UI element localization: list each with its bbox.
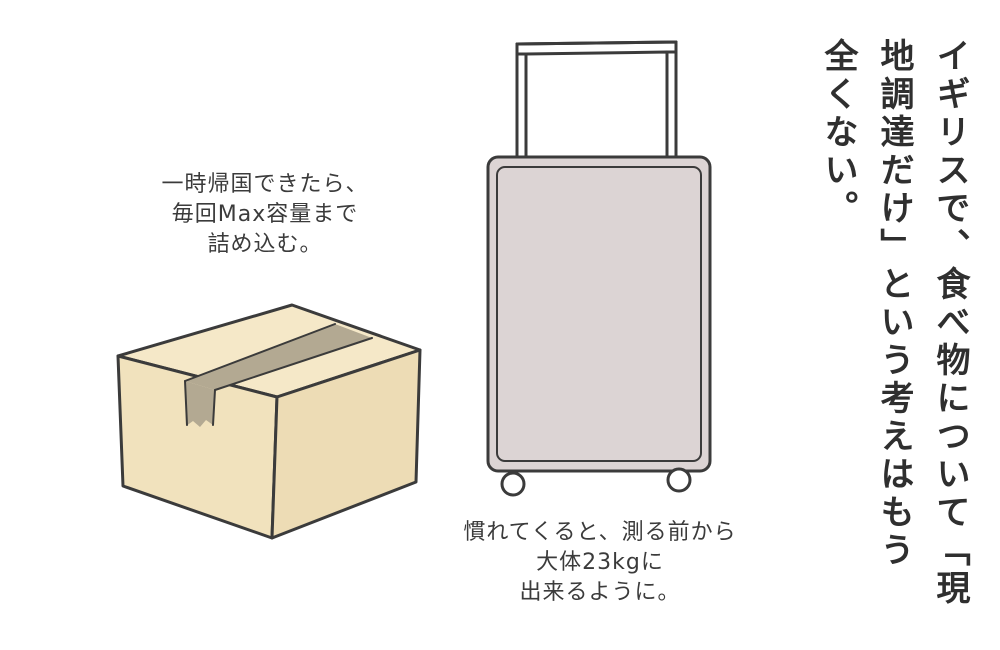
- suitcase-caption-line-2: 大体23kgに: [536, 550, 664, 575]
- suitcase-caption-line-3: 出来るように。: [519, 580, 681, 605]
- box-caption: 一時帰国できたら、 毎回Max容量まで 詰め込む。: [120, 170, 410, 260]
- suitcase-caption: 慣れてくると、測る前から 大体23kgに 出来るように。: [420, 518, 780, 608]
- narration-column-3: 全くない。: [818, 38, 858, 228]
- box-caption-line-2: 毎回Max容量まで: [171, 202, 359, 227]
- box-caption-line-1: 一時帰国できたら、: [161, 172, 369, 197]
- box-caption-line-3: 詰め込む。: [207, 232, 323, 257]
- vertical-narration: イギリスで、食べ物について「現 地調達だけ」という考えはもう 全くない。: [818, 38, 970, 628]
- suitcase-icon: [486, 40, 712, 497]
- narration-column-2: 地調達だけ」という考えはもう: [874, 38, 914, 570]
- cardboard-box-icon: [116, 303, 422, 540]
- narration-column-1: イギリスで、食べ物について「現: [930, 38, 970, 608]
- suitcase-caption-line-1: 慣れてくると、測る前から: [463, 520, 737, 545]
